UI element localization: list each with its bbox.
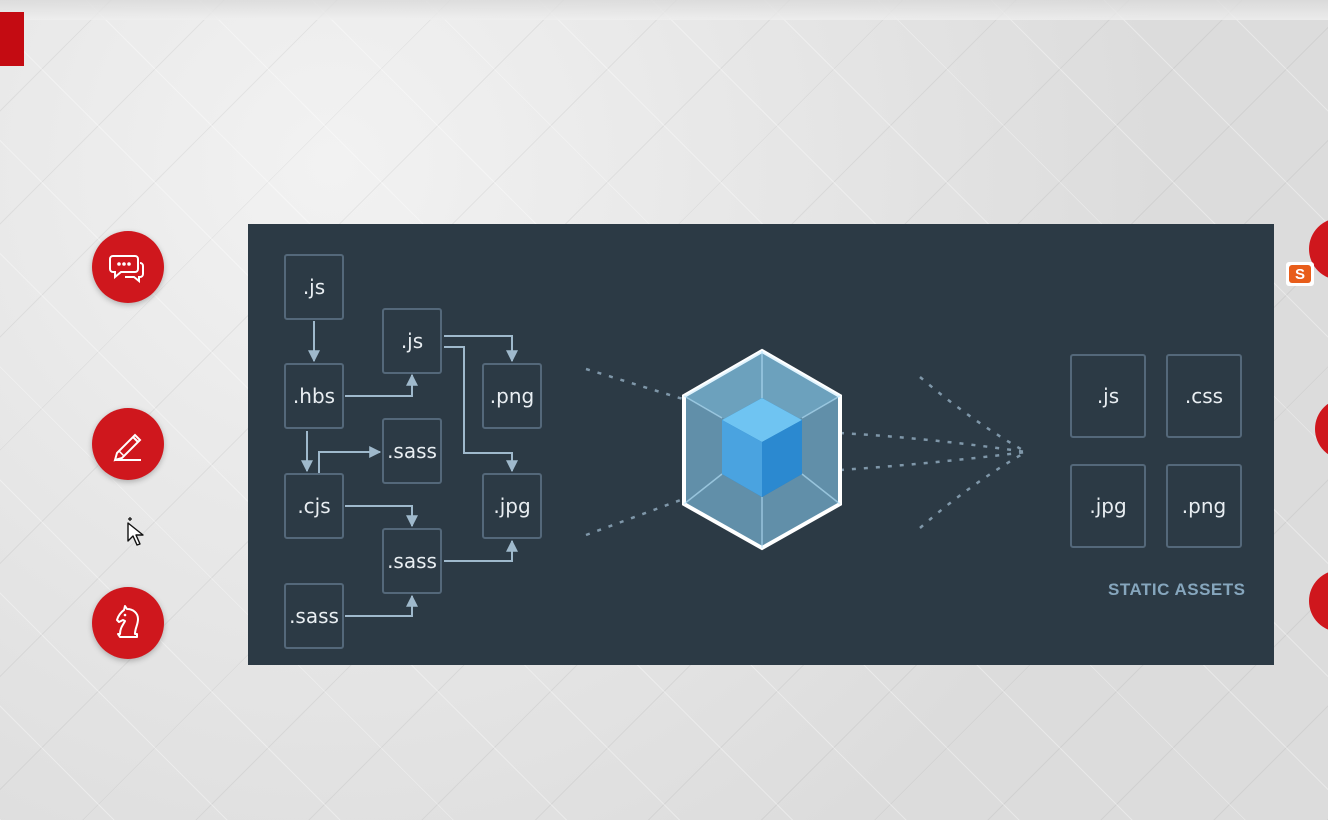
module-js-top: .js — [284, 254, 344, 320]
module-sass-middle: .sass — [382, 528, 442, 594]
module-hbs: .hbs — [284, 363, 344, 429]
module-sass-top: .sass — [382, 418, 442, 484]
output-js: .js — [1070, 354, 1146, 438]
chat-button[interactable] — [92, 231, 164, 303]
ime-badge[interactable]: S — [1286, 262, 1314, 286]
ime-logo-icon: S — [1289, 265, 1311, 283]
module-js-center: .js — [382, 308, 442, 374]
static-assets-label: STATIC ASSETS — [1108, 580, 1246, 599]
top-bar — [0, 0, 1328, 20]
chat-bubbles-icon — [109, 255, 144, 284]
output-png: .png — [1166, 464, 1242, 548]
right-button-3[interactable] — [1309, 570, 1328, 632]
module-png: .png — [482, 363, 542, 429]
module-cjs: .cjs — [284, 473, 344, 539]
output-css: .css — [1166, 354, 1242, 438]
mouse-cursor-icon — [127, 517, 144, 546]
edit-button[interactable] — [92, 408, 164, 480]
right-button-2[interactable] — [1315, 398, 1328, 460]
module-jpg: .jpg — [482, 473, 542, 539]
pencil-icon — [113, 433, 142, 462]
red-tab[interactable] — [0, 12, 24, 66]
module-sass-bottom: .sass — [284, 583, 344, 649]
strategy-button[interactable] — [92, 587, 164, 659]
chess-knight-icon — [116, 605, 139, 638]
output-jpg: .jpg — [1070, 464, 1146, 548]
